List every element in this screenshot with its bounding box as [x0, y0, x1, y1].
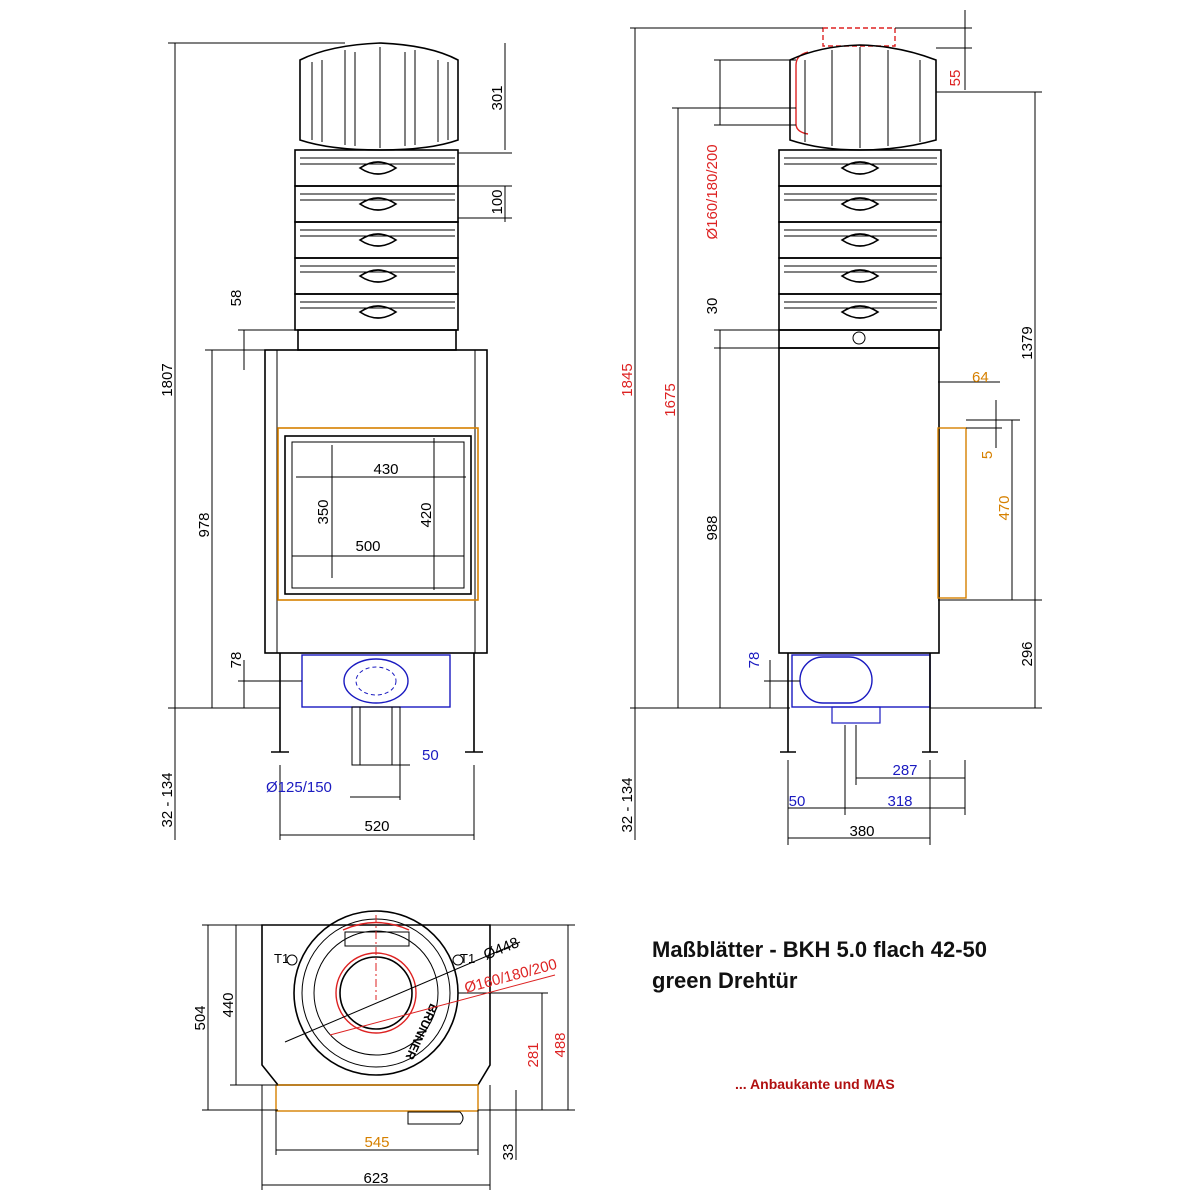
- side-offset-50: 50: [789, 793, 806, 810]
- front-offset-50: 50: [422, 747, 439, 764]
- side-feet-range: 32 - 134: [619, 777, 636, 832]
- front-stack-height: 301: [489, 85, 506, 110]
- front-air-box: [301, 654, 451, 708]
- sheet-title-line1: Maßblätter - BKH 5.0 flach 42-50: [652, 937, 987, 962]
- side-stack-height: 1379: [1019, 326, 1036, 359]
- side-dimension-lines: [630, 10, 1042, 845]
- top-flue-diameter: Ø160/180/200: [463, 956, 559, 997]
- side-gap-30: 30: [704, 298, 721, 315]
- side-body-height: 988: [704, 515, 721, 540]
- front-body-height: 978: [196, 512, 213, 537]
- side-dim-5: 5: [979, 451, 996, 459]
- top-dimension-lines: [202, 924, 575, 1190]
- front-bottom-offset: 78: [228, 652, 245, 669]
- side-dim-296: 296: [1019, 641, 1036, 666]
- front-window-width: 430: [373, 461, 398, 478]
- top-depth-440: 440: [220, 992, 237, 1017]
- top-diameter-448: Ø448: [481, 934, 521, 964]
- front-overall-height: 1807: [159, 363, 176, 396]
- side-depth-318: 318: [887, 793, 912, 810]
- front-feet-range: 32 - 134: [159, 772, 176, 827]
- front-dimension-lines: [168, 42, 512, 840]
- side-top-offset: 55: [947, 70, 964, 87]
- front-glass-height: 420: [418, 502, 435, 527]
- side-depth-287: 287: [892, 762, 917, 779]
- top-depth-504: 504: [192, 1005, 209, 1030]
- front-body: [264, 349, 488, 654]
- door-frame: [277, 427, 479, 601]
- side-overall-height: 1845: [619, 363, 636, 396]
- front-glass-width: 500: [355, 538, 380, 555]
- top-view: BRUNNER 504 440 T1 T1 Ø448: [192, 910, 575, 1190]
- front-view: 1807 32 - 134 58 978 78 301 100 430 350 …: [159, 42, 512, 840]
- top-offset-281: 281: [525, 1042, 542, 1067]
- side-depth-380: 380: [849, 823, 874, 840]
- top-offset-33: 33: [500, 1144, 517, 1161]
- top-offset-488: 488: [552, 1032, 569, 1057]
- side-dim-470: 470: [996, 495, 1013, 520]
- side-bottom-offset: 78: [746, 652, 763, 669]
- front-window-height: 350: [315, 499, 332, 524]
- front-stack-rings: [294, 149, 459, 331]
- front-top-offset: 58: [228, 290, 245, 307]
- side-dim-64: 64: [972, 369, 989, 386]
- top-t1-right: T1: [460, 951, 475, 966]
- top-width-623: 623: [363, 1170, 388, 1187]
- side-stack-rings: [778, 149, 942, 331]
- top-t1-left: T1: [274, 951, 289, 966]
- side-body: [778, 347, 940, 654]
- side-flue-diameter: Ø160/180/200: [704, 144, 721, 239]
- side-outlet-height: 1675: [662, 383, 679, 416]
- sheet-title-line2: green Drehtür: [652, 968, 798, 993]
- front-width: 520: [364, 818, 389, 835]
- front-outlet-diameter: Ø125/150: [266, 779, 332, 796]
- sheet-note: ... Anbaukante und MAS: [735, 1076, 895, 1092]
- top-width-545: 545: [364, 1134, 389, 1151]
- side-view: 1845 1675 Ø160/180/200 30 988 78 55 1379…: [619, 10, 1042, 845]
- front-ring-height: 100: [489, 189, 506, 214]
